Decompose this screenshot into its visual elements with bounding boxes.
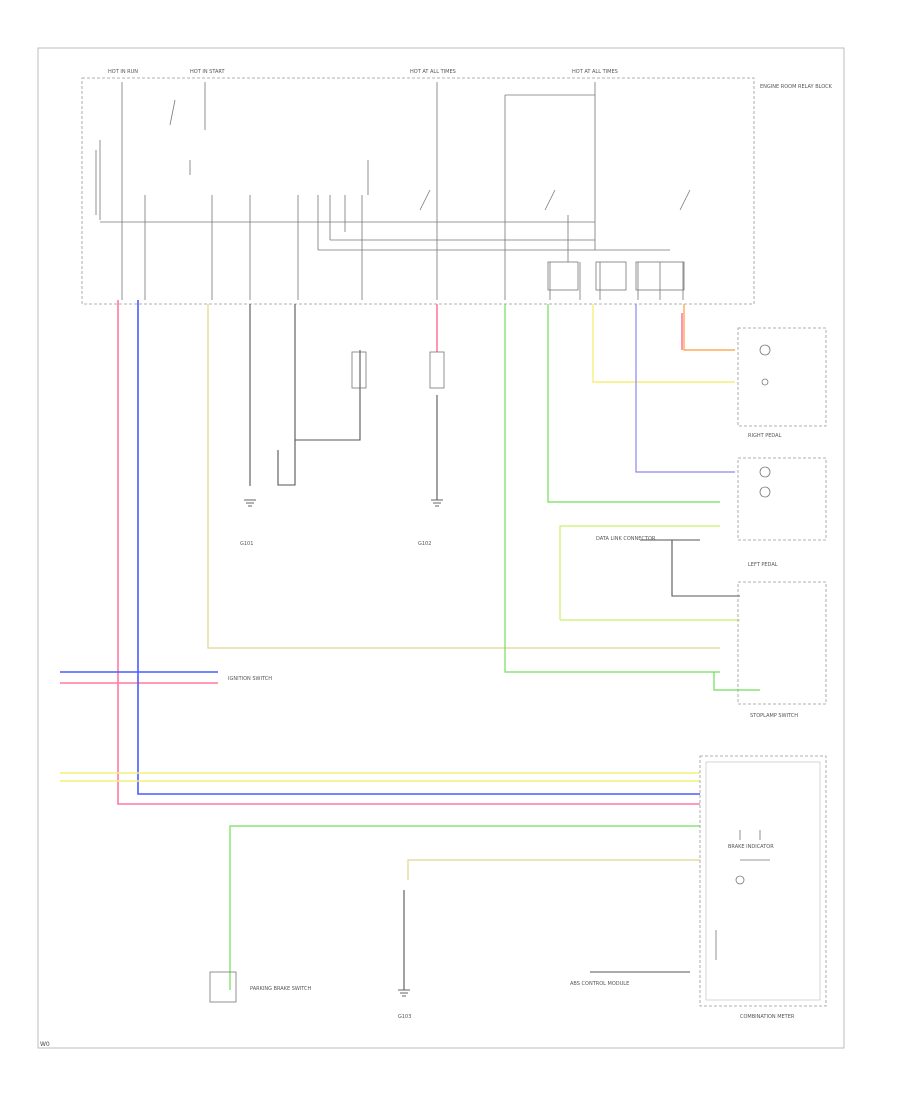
connector-symbols bbox=[209, 351, 445, 1003]
abs-module-label: ABS CONTROL MODULE bbox=[570, 981, 629, 987]
brake-indicator-label: BRAKE INDICATOR bbox=[728, 844, 774, 850]
wire-green bbox=[229, 304, 760, 990]
hot-start-label: HOT IN START bbox=[190, 69, 226, 75]
footer-code: W0 bbox=[40, 1041, 50, 1048]
hot-all-label-2: HOT AT ALL TIMES bbox=[572, 69, 618, 75]
ignition-switch-label: IGNITION SWITCH bbox=[228, 676, 272, 682]
stoplamp-switch-label: STOPLAMP SWITCH bbox=[750, 713, 798, 719]
hot-run-label: HOT IN RUN bbox=[108, 69, 138, 75]
relay-block-box bbox=[81, 77, 755, 305]
wire-violet bbox=[635, 304, 735, 473]
right-pedal-box bbox=[737, 327, 827, 427]
lamp-symbols bbox=[715, 344, 771, 960]
data-link-label: DATA LINK CONNECTOR bbox=[596, 536, 656, 542]
left-pedal-label: LEFT PEDAL bbox=[748, 562, 778, 568]
ground-label-1: G101 bbox=[240, 541, 253, 547]
left-pedal-box bbox=[737, 457, 827, 541]
combination-meter-box bbox=[699, 755, 827, 1007]
combination-meter-inner bbox=[705, 761, 821, 1001]
wire-gray bbox=[249, 304, 740, 990]
combination-meter-label: COMBINATION METER bbox=[740, 1014, 795, 1020]
ground-label-2: G102 bbox=[418, 541, 431, 547]
relay-block-label: ENGINE ROOM RELAY BLOCK bbox=[760, 84, 833, 90]
ground-symbols bbox=[244, 499, 443, 997]
stoplamp-switch-box bbox=[737, 581, 827, 705]
ground-label-3: G103 bbox=[398, 1014, 411, 1020]
page-frame bbox=[37, 47, 845, 1049]
wire-blue-main bbox=[60, 300, 700, 795]
wire-yellow bbox=[60, 304, 735, 782]
wire-pink-main bbox=[60, 300, 700, 805]
relay-internals bbox=[95, 82, 691, 300]
parking-brake-label: PARKING BRAKE SWITCH bbox=[250, 986, 312, 992]
wire-tan bbox=[207, 304, 720, 880]
right-pedal-label: RIGHT PEDAL bbox=[748, 433, 782, 439]
wire-orange bbox=[683, 304, 735, 351]
hot-all-label-1: HOT AT ALL TIMES bbox=[410, 69, 456, 75]
wire-lightgreen bbox=[559, 525, 740, 621]
